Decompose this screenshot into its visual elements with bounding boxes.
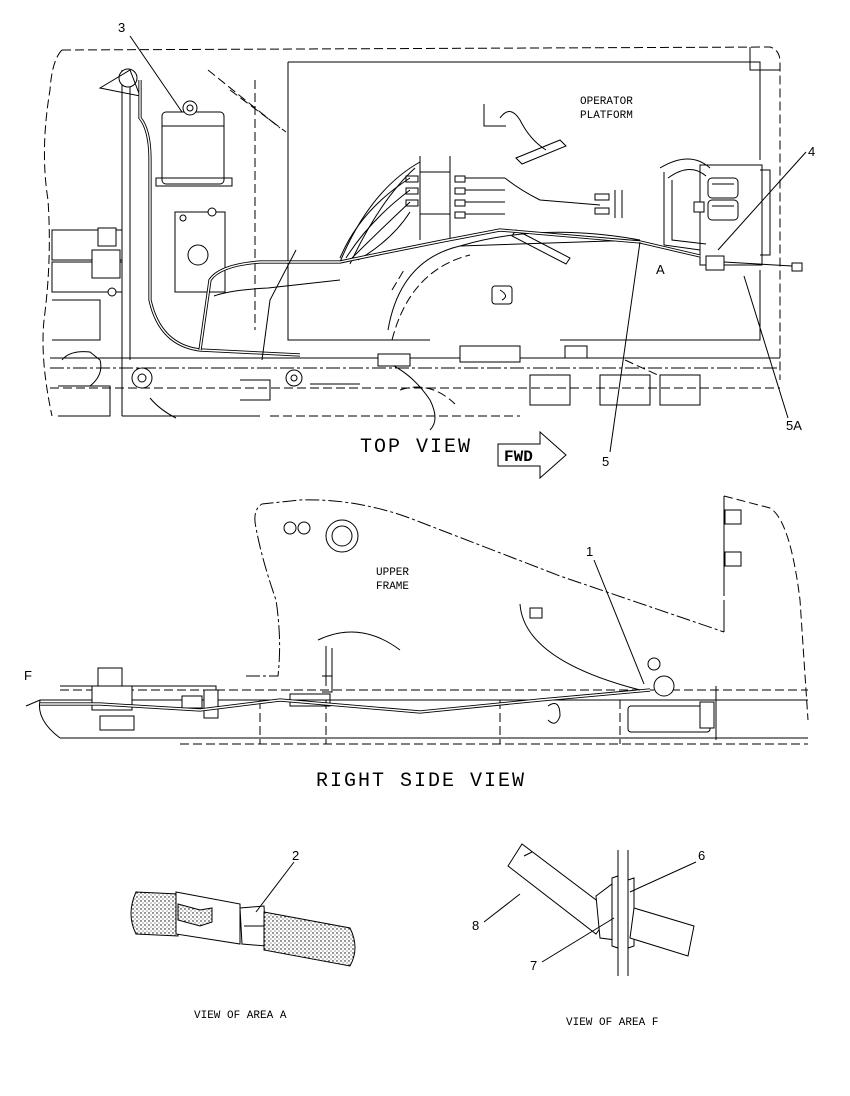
right-side-view: 1 UPPER FRAME F RIGHT SIDE VIEW [24,495,809,793]
fwd-label: FWD [504,448,533,466]
area-f-title: VIEW OF AREA F [566,1017,658,1029]
valve-fittings [405,175,466,219]
top-view: 3 4 5 5A OPERATOR PLATFORM A TOP VIEW FW… [42,20,815,480]
callout-6: 6 [698,848,705,863]
callout-4: 4 [808,144,815,159]
callout-3: 3 [118,20,125,35]
right-side-view-title: RIGHT SIDE VIEW [316,770,526,793]
area-a-marker: A [656,262,665,277]
top-view-title: TOP VIEW [360,436,472,459]
callout-2: 2 [292,848,299,863]
upper-frame-label-1: UPPER [376,567,409,579]
callout-1: 1 [586,544,593,559]
area-a-title: VIEW OF AREA A [194,1010,287,1022]
callout-5a: 5A [786,418,802,433]
callout-5: 5 [602,454,609,469]
fwd-arrow-icon: FWD [497,430,567,480]
upper-frame-label-2: FRAME [376,581,409,593]
operator-platform-label-2: PLATFORM [580,110,633,122]
area-a-view: 2 VIEW OF AREA A [130,848,356,1022]
area-f-view: 6 7 8 VIEW OF AREA F [472,843,705,1029]
area-f-marker: F [24,668,32,683]
callout-7: 7 [530,958,537,973]
operator-platform-label-1: OPERATOR [580,96,633,108]
callout-8: 8 [472,918,479,933]
